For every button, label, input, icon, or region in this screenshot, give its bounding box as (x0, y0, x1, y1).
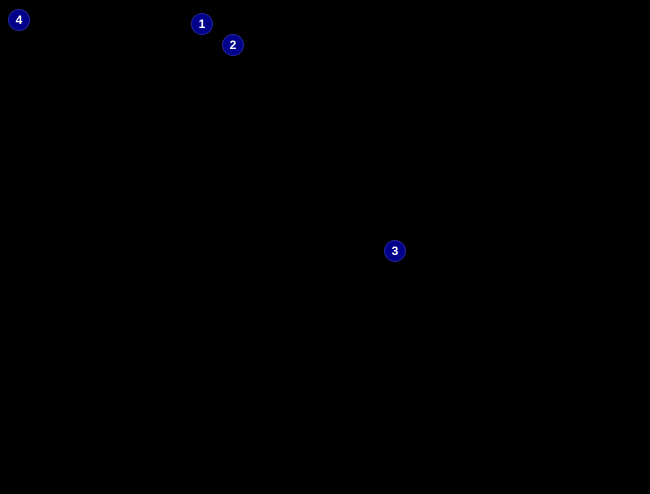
som-marker-label: 1 (198, 17, 206, 31)
som-marker-2[interactable]: 2 (222, 34, 244, 56)
som-marker-label: 3 (391, 244, 399, 258)
som-marker-label: 4 (15, 13, 23, 27)
som-marker-3[interactable]: 3 (384, 240, 406, 262)
som-marker-1[interactable]: 1 (191, 13, 213, 35)
som-marker-label: 2 (229, 38, 237, 52)
som-marker-4[interactable]: 4 (8, 9, 30, 31)
